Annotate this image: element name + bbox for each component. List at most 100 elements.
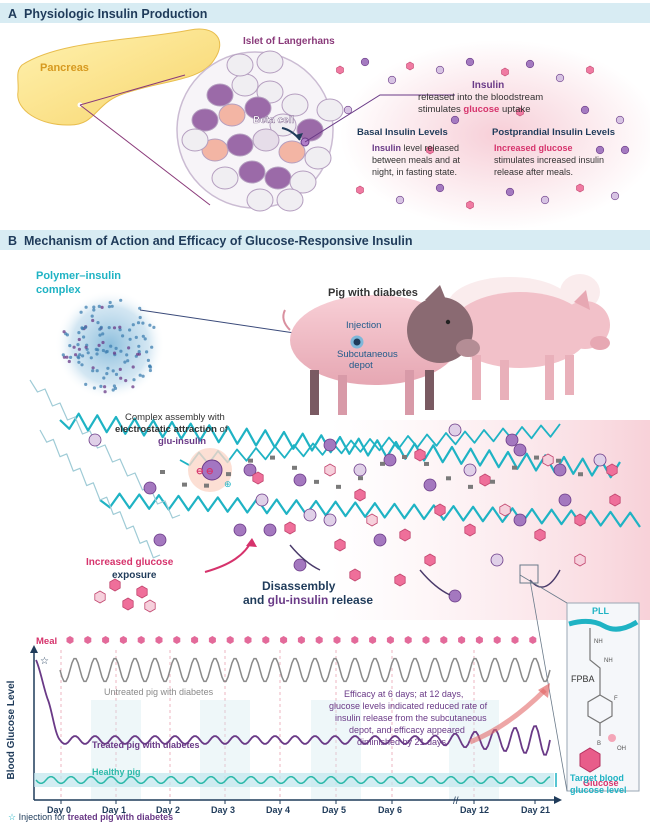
polymer-particle [103, 385, 107, 389]
day-label: Day 1 [102, 805, 126, 815]
basal-line1: Insulin level released [372, 143, 459, 153]
insulin-desc-line1: released into the bloodstream [418, 92, 543, 103]
polymer-particle [110, 304, 114, 308]
linker-block [402, 455, 407, 460]
charge-minus-icon: ⊖ ⊖ [196, 466, 214, 476]
polymer-particle [141, 334, 145, 338]
chemistry-inset: PLL NH NH FPBA F B OH Glucose [519, 564, 640, 792]
polymer-particle [108, 300, 112, 305]
basal-line3: night, in fasting state. [372, 167, 457, 177]
complex-label-line1: Polymer–insulin [36, 270, 121, 282]
y-axis-arrow-icon [30, 645, 38, 653]
meal-marker-icon [475, 636, 483, 644]
islet-cell [244, 96, 272, 120]
insulin-molecule-icon [435, 65, 445, 75]
efficacy-line4: depot, and efficacy appeared [349, 725, 465, 735]
polymer-particle [124, 379, 128, 383]
glucose-molecule-icon [349, 568, 361, 582]
islet-cell [231, 73, 259, 97]
meal-marker-icon [333, 636, 341, 644]
fpba-label: FPBA [571, 674, 595, 684]
linker-block [248, 458, 253, 463]
glu-insulin-molecule-icon [303, 508, 317, 522]
polymer-particle [137, 350, 141, 354]
glu-insulin-icon [201, 459, 223, 481]
meal-marker-icon [458, 636, 466, 644]
islet-cell [304, 146, 332, 170]
glu-insulin-molecule-icon [323, 513, 337, 527]
section-b-molecules [88, 423, 621, 613]
glucose-molecule-icon [144, 599, 156, 613]
meal-marker-icon [404, 636, 412, 644]
glucose-molecule-icon [252, 471, 264, 485]
glu-insulin-molecule-icon [255, 493, 269, 507]
polymer-particle [111, 388, 115, 392]
polymer-particle [101, 348, 105, 353]
glucose-molecule-icon [406, 61, 414, 71]
pll-backbone-icon [568, 618, 639, 632]
meal-marker-icon [511, 636, 519, 644]
polymer-particle [112, 351, 117, 355]
glucose-molecule-icon [94, 590, 106, 604]
polymer-particle [118, 325, 122, 329]
glucose-molecule-icon [366, 513, 378, 527]
islet-cell [252, 128, 280, 152]
glucose-molecule-icon [576, 183, 584, 193]
meal-marker-icon [191, 636, 199, 644]
target-line2: glucose level [570, 785, 627, 795]
polymer-particle [128, 337, 132, 341]
polymer-chain-strand [29, 379, 181, 519]
polymer-particle [76, 343, 80, 347]
polymer-particle [148, 364, 152, 368]
meal-marker-icon [422, 636, 430, 644]
glucose-molecule-icon [136, 585, 148, 599]
injection-star-icon: ☆ [40, 656, 49, 667]
polymer-particle [136, 321, 141, 325]
polymer-particle [92, 305, 96, 309]
glu-insulin-molecule-icon [353, 463, 367, 477]
y-axis-label: Blood Glucose Level [6, 680, 17, 779]
glucose-molecule-icon [574, 553, 586, 567]
meal-marker-icon [440, 636, 448, 644]
chem-oh: OH [617, 746, 626, 752]
polymer-particle [77, 337, 81, 342]
day-label: Day 4 [266, 805, 290, 815]
glu-insulin-molecule-icon [558, 493, 572, 507]
increased-glucose-line1: Increased glucose [86, 557, 174, 568]
polymer-particle [145, 350, 149, 354]
insulin-heading: Insulin [472, 80, 504, 91]
glu-insulin-molecule-icon [383, 453, 397, 467]
polymer-particle [82, 335, 86, 339]
day-label: Day 21 [521, 805, 550, 815]
glucose-molecule-icon [336, 65, 344, 75]
polymer-particle [95, 352, 99, 356]
meal-marker-icon [369, 636, 377, 644]
chem-f: F [614, 696, 618, 702]
polymer-particle [111, 369, 115, 373]
islet-cell [264, 166, 292, 190]
insulin-molecule-icon [525, 59, 535, 69]
linker-block [336, 484, 341, 489]
glu-insulin-molecule-icon [505, 433, 519, 447]
chem-nh-1: NH [594, 639, 603, 645]
polymer-insulin-complex-icon [55, 290, 165, 400]
section-a: A Physiologic Insulin Production Pancrea… [0, 3, 650, 230]
injection-site-icon [350, 335, 364, 349]
polymer-particle [146, 358, 150, 362]
glu-insulin-molecule-icon [243, 463, 257, 477]
islet-cell [276, 188, 304, 212]
glucose-molecule-icon [109, 578, 121, 592]
polymer-particle [119, 376, 123, 380]
glucose-molecule-icon [399, 528, 411, 542]
meal-marker-icon [102, 636, 110, 644]
polymer-particle [118, 367, 122, 371]
polymer-particle [67, 359, 71, 364]
meal-marker-icon [155, 636, 163, 644]
untreated-series-line [59, 657, 551, 683]
polymer-particle [114, 346, 118, 350]
insulin-molecule-icon [620, 145, 630, 155]
meal-marker-icon [315, 636, 323, 644]
glu-insulin-molecule-icon [513, 443, 527, 457]
increased-glucose-line2: exposure [112, 570, 157, 581]
